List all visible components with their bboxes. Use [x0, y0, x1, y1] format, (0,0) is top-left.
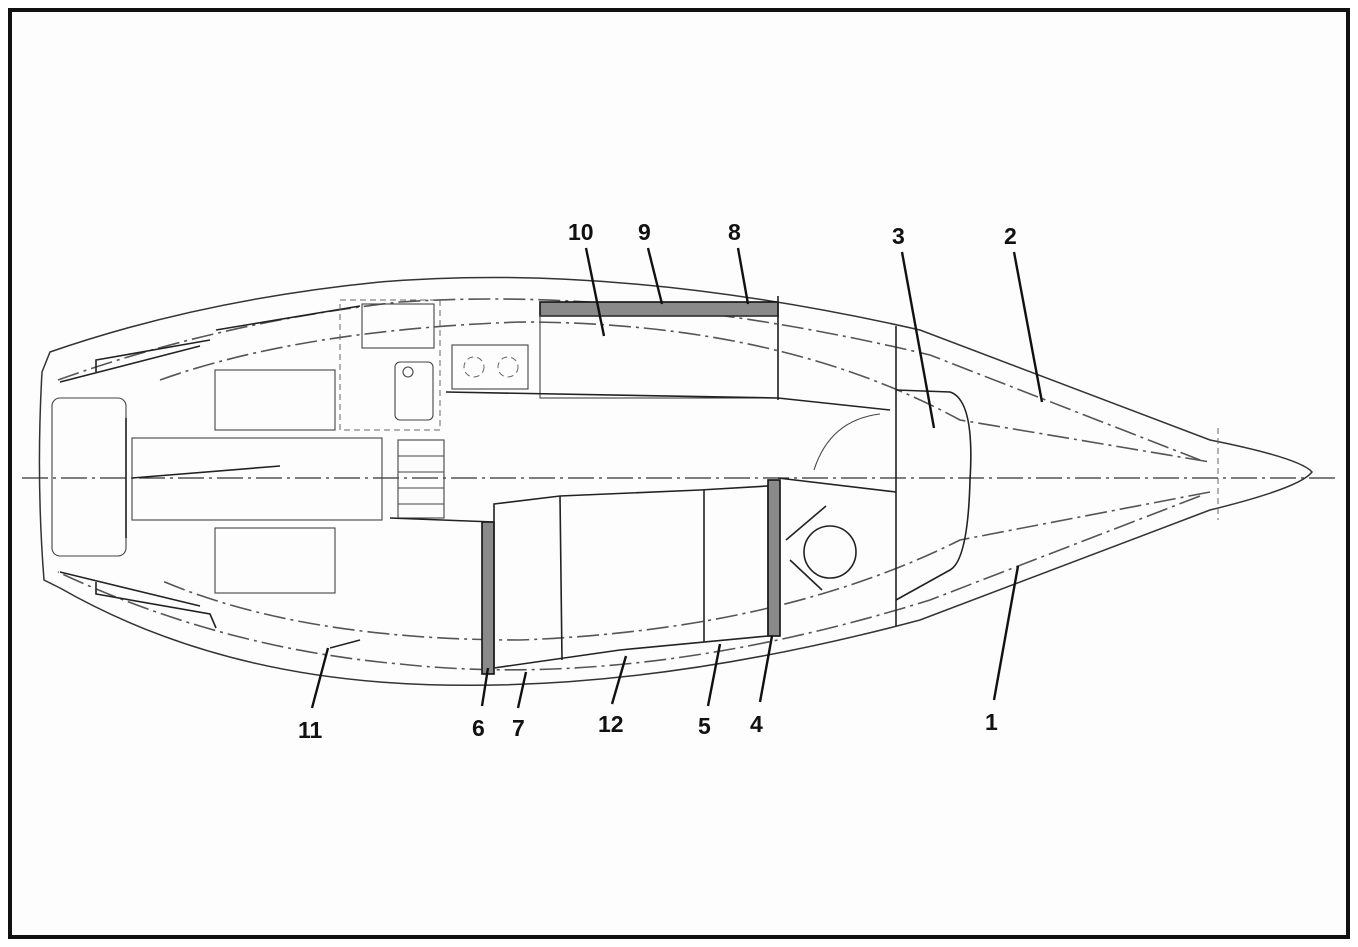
coaming-port	[59, 305, 361, 383]
toilet-seat	[785, 505, 827, 591]
callout-7: 7	[512, 715, 525, 741]
callout-9: 9	[638, 219, 651, 245]
callout-3: 3	[892, 223, 905, 249]
burner-icon	[497, 356, 519, 378]
hull-outline	[38, 276, 1313, 687]
settee-port	[539, 315, 779, 399]
cockpit-well	[51, 397, 127, 557]
leader-2	[1012, 251, 1044, 403]
hatch-arc	[813, 413, 881, 471]
cockpit-seat-port	[214, 369, 336, 431]
bulkhead-fwd-shaded	[767, 479, 781, 637]
settee-starboard	[493, 485, 769, 669]
leader-9	[646, 247, 664, 305]
leader-3	[900, 251, 936, 429]
shelf-shaded	[539, 301, 779, 317]
cockpit-seat-starboard	[214, 527, 336, 594]
leader-11	[310, 647, 330, 709]
galley-cabinet	[339, 299, 441, 431]
callout-5: 5	[698, 713, 711, 739]
settee-divider	[559, 495, 563, 661]
callout-8: 8	[728, 219, 741, 245]
callout-6: 6	[472, 715, 485, 741]
v-berth	[895, 389, 972, 601]
callout-11: 11	[298, 717, 323, 743]
bulkhead-aft-shaded	[481, 521, 495, 675]
leader-12	[610, 655, 628, 705]
callout-2: 2	[1004, 223, 1017, 249]
leader-1	[992, 565, 1020, 701]
tiller	[131, 465, 281, 479]
leader-8	[736, 247, 750, 305]
coaming-starboard	[59, 571, 361, 649]
callout-12: 12	[598, 711, 624, 737]
stove	[451, 344, 529, 390]
leader-7	[516, 671, 528, 709]
leader-10	[584, 247, 606, 337]
callout-4: 4	[750, 711, 763, 737]
sink	[394, 361, 434, 421]
companionway-steps	[397, 439, 445, 519]
cabin-sole-edge	[445, 391, 891, 411]
leader-5	[706, 643, 722, 707]
leader-6	[480, 667, 490, 707]
inner-hull-line	[159, 321, 1211, 641]
chart-locker	[361, 303, 435, 349]
leader-4	[758, 635, 774, 703]
callout-1: 1	[985, 709, 998, 735]
sheer-line	[57, 298, 1201, 671]
faucet-icon	[402, 366, 414, 378]
cockpit-floor	[131, 437, 383, 521]
callout-10: 10	[568, 219, 594, 245]
burner-icon	[463, 356, 485, 378]
v-berth-edge	[777, 477, 897, 493]
diagram-frame	[8, 8, 1350, 939]
cabin-sole-starboard	[389, 517, 495, 523]
toilet-icon	[803, 525, 857, 579]
